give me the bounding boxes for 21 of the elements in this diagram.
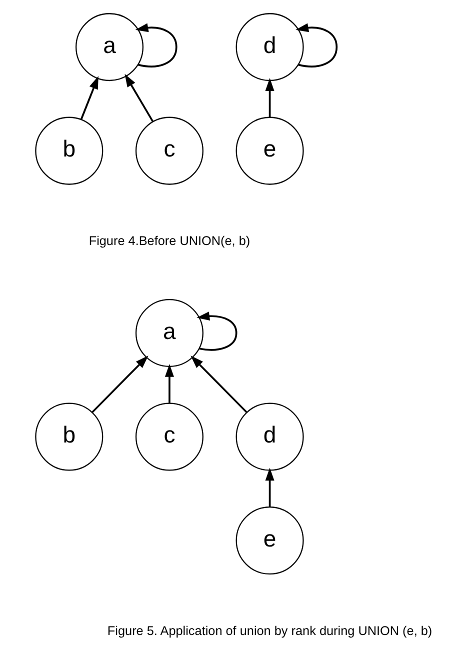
arrow [264,467,274,506]
arrow [91,355,148,412]
node-circle: e [235,506,304,574]
node-circle: e [235,116,304,184]
node-circle: d [235,12,304,81]
arrow [124,73,154,122]
node-circle: c [134,116,203,184]
arrow [164,363,174,402]
arrow [295,22,338,67]
node-circle: a [75,12,144,81]
node-circle: b [34,402,103,470]
node-circle: b [34,116,103,184]
arrow [196,311,237,350]
node-circle: d [235,402,304,470]
arrow [80,76,98,120]
arrow [134,22,177,67]
arrow [190,355,247,412]
node-circle: c [134,402,203,470]
label: Figure 5. Application of union by rank during UNION (e, b) [106,623,432,638]
label: Figure 4.Before UNION(e, b) [88,234,250,248]
arrow [264,78,274,116]
